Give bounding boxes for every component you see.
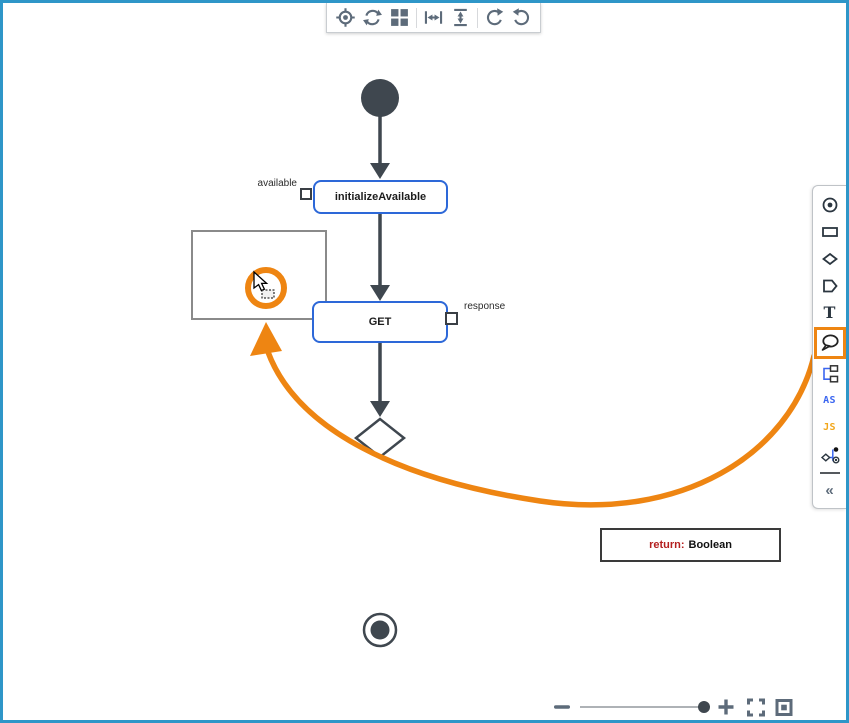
shape-palette: T AS JS [812,185,846,509]
palette-transition-tool[interactable] [815,441,845,468]
fit-width-button[interactable] [420,5,447,31]
return-type-box[interactable]: return: Boolean [600,528,781,562]
redo-icon [512,8,530,26]
fit-height-icon [454,8,467,27]
sync-icon [363,9,382,26]
node-label: initializeAvailable [334,191,427,203]
center-view-button[interactable] [332,5,359,31]
return-value: Boolean [688,539,732,551]
state-tag-icon [822,279,838,292]
rectangle-icon [821,226,838,237]
end-node[interactable] [362,612,398,648]
transition-icon [820,446,839,463]
toolbar-separator [477,7,478,28]
toolbar-separator [416,7,417,28]
palette-collapse-button[interactable]: « [815,477,845,504]
palette-start-node-tool[interactable] [815,191,845,218]
palette-subflow-tool[interactable] [815,360,845,387]
as-script-icon: AS [823,395,836,406]
start-node[interactable] [361,79,399,117]
grid-layout-button[interactable] [386,5,413,31]
port-response-label: response [464,301,506,312]
plus-icon [718,699,734,715]
palette-comment-tool[interactable] [813,327,846,359]
zoom-in-button[interactable] [716,697,736,717]
palette-text-tool[interactable]: T [815,299,845,326]
palette-state-tag-tool[interactable] [815,272,845,299]
cursor-highlight-ring [245,267,287,309]
port-available[interactable] [300,188,312,200]
subflow-icon [822,364,838,383]
minus-icon [554,705,570,709]
palette-as-script-tool[interactable]: AS [815,387,845,414]
start-node-icon [822,197,837,212]
port-response[interactable] [445,312,458,325]
tutorial-arrow [250,322,817,508]
node-get[interactable]: GET [312,301,448,343]
diamond-icon [821,252,838,265]
palette-js-script-tool[interactable]: JS [815,414,845,441]
center-view-icon [336,8,355,27]
palette-rectangle-tool[interactable] [815,218,845,245]
fullscreen-icon [747,698,765,716]
top-toolbar [326,3,541,33]
port-available-label: available [257,178,297,189]
js-script-icon: JS [823,422,836,433]
zoom-slider-handle[interactable] [698,701,710,713]
undo-button[interactable] [481,5,508,31]
palette-diamond-tool[interactable] [815,245,845,272]
text-icon: T [823,303,836,322]
zoom-slider-track[interactable] [580,706,704,708]
connector-arrowheads [370,163,390,417]
fit-width-icon [424,11,443,24]
redo-button[interactable] [508,5,535,31]
fit-view-button[interactable] [774,697,794,717]
grid-icon [391,9,408,26]
undo-icon [486,8,504,26]
node-initialize-available[interactable]: initializeAvailable [313,180,448,214]
zoom-controls [552,694,802,720]
return-keyword: return: [649,539,685,551]
mouse-cursor-icon [253,270,275,299]
comment-bubble-icon [821,334,839,351]
zoom-out-button[interactable] [552,697,572,717]
fit-view-icon [775,698,793,716]
node-label: GET [368,316,392,328]
palette-separator [819,472,840,474]
fit-height-button[interactable] [447,5,474,31]
fullscreen-button[interactable] [746,697,766,717]
sync-layout-button[interactable] [359,5,386,31]
collapse-icon: « [825,482,834,499]
